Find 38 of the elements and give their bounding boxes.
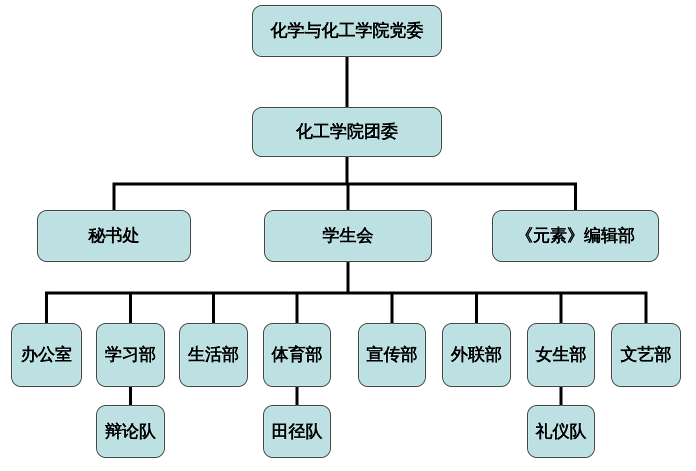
org-box: [179, 323, 248, 387]
org-label: 外联部: [451, 344, 502, 366]
org-box: [358, 323, 426, 387]
org-box: [264, 210, 432, 262]
org-label: 生活部: [188, 344, 239, 366]
connector-line: [560, 387, 562, 405]
connector-line: [129, 387, 132, 405]
connector-line: [296, 387, 298, 405]
org-box: [442, 323, 511, 387]
org-label: 文艺部: [620, 344, 672, 366]
org-label: 礼仪队: [536, 420, 586, 442]
org-label: 辩论队: [105, 420, 156, 442]
org-label: 办公室: [21, 344, 72, 366]
org-box: [527, 405, 595, 458]
org-box: [492, 210, 659, 262]
org-label: 化学与化工学院党委: [270, 20, 424, 42]
org-box: [611, 323, 681, 387]
org-label: 秘书处: [88, 225, 140, 247]
org-box: [252, 107, 442, 157]
org-box: [11, 323, 82, 387]
org-label: 学生会: [322, 225, 374, 247]
connector-line: [346, 262, 648, 323]
org-label: 女生部: [536, 344, 586, 366]
org-label: 田径队: [272, 420, 322, 442]
org-box: [527, 323, 595, 387]
connector-line: [346, 157, 577, 210]
org-label: 宣传部: [366, 344, 418, 366]
org-box: [263, 405, 331, 458]
org-label: 体育部: [272, 344, 322, 366]
org-box: [37, 210, 191, 262]
connector-line: [346, 57, 348, 107]
org-label: 化工学院团委: [296, 121, 398, 143]
org-box: [96, 405, 165, 458]
org-box: [96, 323, 165, 387]
org-box: [252, 5, 442, 57]
org-label: 《元素》编辑部: [516, 225, 635, 247]
org-label: 学习部: [105, 344, 156, 366]
org-box: [263, 323, 331, 387]
